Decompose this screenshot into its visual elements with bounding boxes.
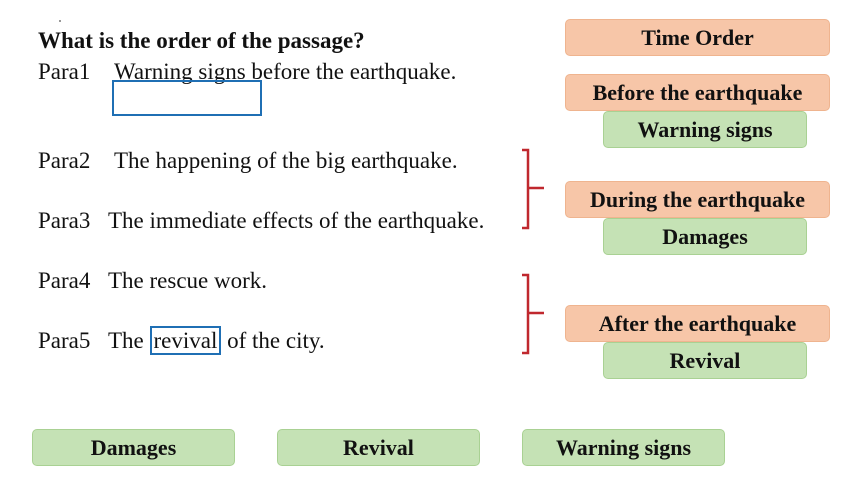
paragraph-text: The rescue work.	[108, 268, 268, 293]
stray-dot	[59, 20, 61, 22]
word-bank-revival[interactable]: Revival	[277, 429, 480, 466]
brace-after-icon	[522, 273, 544, 355]
word-bank-warning-signs[interactable]: Warning signs	[522, 429, 725, 466]
paragraph-label: Para4	[38, 268, 91, 293]
time-order-title: Time Order	[565, 19, 830, 56]
paragraph-label: Para5	[38, 328, 91, 353]
paragraph-label: Para3	[38, 208, 91, 233]
paragraph-text-pre: The	[108, 328, 150, 353]
paragraph-5: Para5 The revival of the city.	[38, 326, 325, 355]
paragraph-label: Para1	[38, 59, 91, 84]
stage-after-answer[interactable]: Revival	[603, 342, 807, 379]
paragraph-text: Warning signs before the earthquake.	[114, 59, 457, 84]
paragraph-label: Para2	[38, 148, 91, 173]
paragraph-text-post: of the city.	[221, 328, 325, 353]
paragraph-4: Para4 The rescue work.	[38, 267, 267, 295]
answer-blank-box[interactable]	[112, 80, 262, 116]
paragraph-text: The immediate effects of the earthquake.	[108, 208, 485, 233]
paragraph-text: The happening of the big earthquake.	[114, 148, 458, 173]
paragraph-2: Para2 The happening of the big earthquake…	[38, 147, 458, 175]
stage-after-label: After the earthquake	[565, 305, 830, 342]
paragraph-1: Para1 Warning signs before the earthquake…	[38, 58, 456, 86]
stage-before-label: Before the earthquake	[565, 74, 830, 111]
stage-before-answer[interactable]: Warning signs	[603, 111, 807, 148]
highlighted-word: revival	[149, 326, 222, 355]
word-bank-damages[interactable]: Damages	[32, 429, 235, 466]
stage-during-answer[interactable]: Damages	[603, 218, 807, 255]
stage-during-label: During the earthquake	[565, 181, 830, 218]
question-heading: What is the order of the passage?	[38, 28, 365, 53]
paragraph-3: Para3 The immediate effects of the earthq…	[38, 207, 484, 235]
brace-during-icon	[522, 148, 544, 230]
